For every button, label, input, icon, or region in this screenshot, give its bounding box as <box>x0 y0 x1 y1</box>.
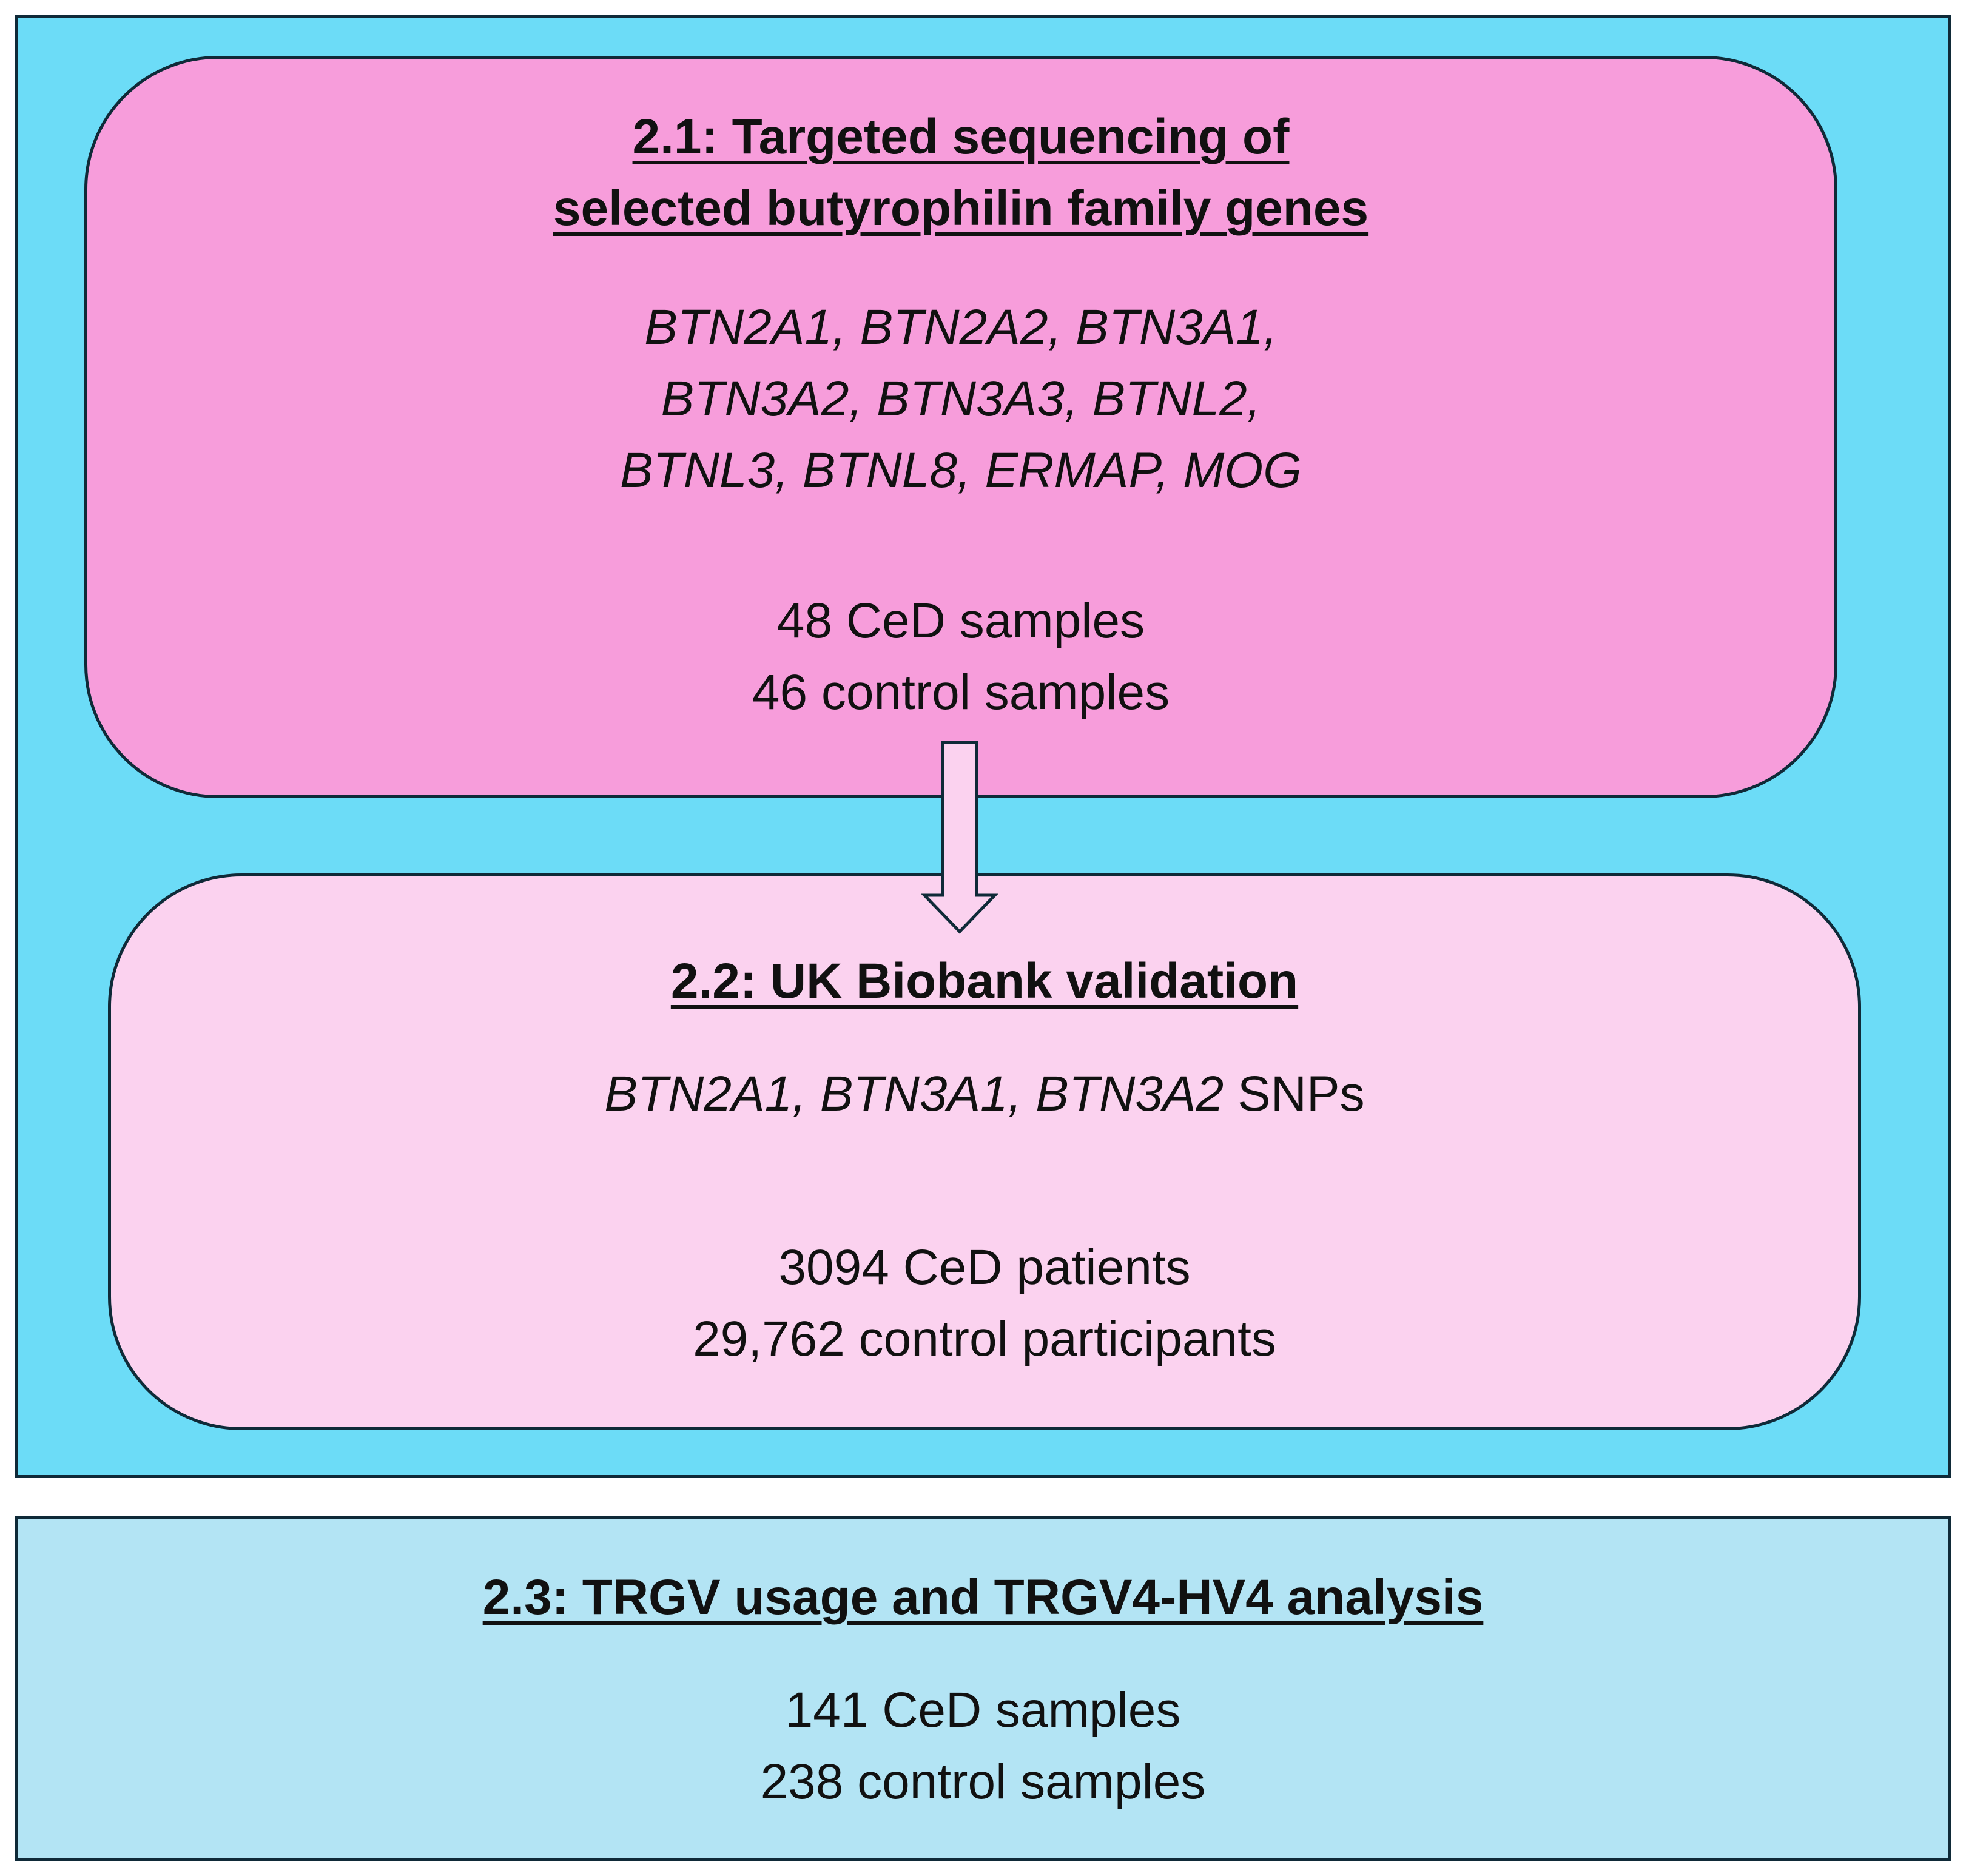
down-arrow-shape <box>921 741 998 934</box>
box-21-title-line-2: selected butyrophilin family genes <box>553 181 1369 236</box>
box-22-control-participants: 29,762 control participants <box>693 1311 1276 1367</box>
box-22-snp-line: BTN2A1, BTN3A1, BTN3A2 SNPs <box>111 1069 1858 1119</box>
box-21-ced-samples: 48 CeD samples <box>776 593 1145 648</box>
box-21-genes-line-2: BTN3A2, BTN3A3, BTNL2, <box>661 371 1261 426</box>
box-22-ced-patients: 3094 CeD patients <box>778 1240 1191 1295</box>
box-targeted-sequencing: 2.1: Targeted sequencing of selected but… <box>84 56 1837 798</box>
box-22-title: 2.2: UK Biobank validation <box>670 953 1299 1009</box>
box-23-control-samples: 238 control samples <box>760 1754 1206 1809</box>
box-22-snp-genes: BTN2A1, BTN3A1, BTN3A2 <box>604 1066 1224 1121</box>
box-22-snp-suffix: SNPs <box>1224 1066 1365 1121</box>
box-21-genes-line-3: BTNL3, BTNL8, ERMAP, MOG <box>619 443 1302 498</box>
box-21-genes-line-1: BTN2A1, BTN2A2, BTN3A1, <box>644 300 1278 355</box>
box-21-control-samples: 46 control samples <box>752 665 1170 720</box>
box-trgv-analysis: 2.3: TRGV usage and TRGV4-HV4 analysis 1… <box>15 1516 1951 1861</box>
box-23-ced-samples: 141 CeD samples <box>785 1683 1181 1738</box>
box-21-title-line-1: 2.1: Targeted sequencing of <box>632 109 1290 164</box>
box-23-title: 2.3: TRGV usage and TRGV4-HV4 analysis <box>482 1570 1484 1625</box>
box-uk-biobank-validation: 2.2: UK Biobank validation BTN2A1, BTN3A… <box>108 873 1861 1430</box>
